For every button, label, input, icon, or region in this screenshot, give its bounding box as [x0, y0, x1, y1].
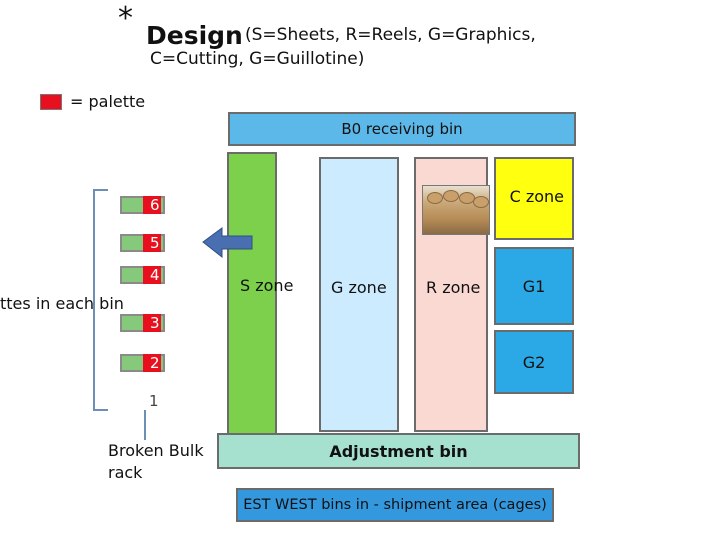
- g2-label: G2: [522, 352, 546, 372]
- broken-bulk-rack-label: Broken Bulk rack: [108, 440, 204, 484]
- palettes-per-bin-label: ttes in each bin: [0, 294, 124, 313]
- title-subtitle-line2: C=Cutting, G=Guillotine): [150, 49, 365, 69]
- s-zone-label: S zone: [240, 276, 294, 295]
- g2-box: G2: [494, 330, 574, 394]
- rack-level-6-label: 6: [150, 196, 160, 214]
- arrow-left-icon: [202, 227, 253, 259]
- receiving-bin: B0 receiving bin: [228, 112, 576, 146]
- rack-level-4-label: 4: [150, 266, 160, 284]
- palette-legend-swatch: [40, 94, 62, 110]
- page-title: Design: [146, 21, 243, 50]
- rack-level-2-label: 2: [150, 354, 160, 372]
- c-zone: C zone: [494, 157, 574, 240]
- rack-level-1-label: 1: [149, 392, 159, 410]
- title-subtitle-line1: (S=Sheets, R=Reels, G=Graphics,: [245, 25, 536, 45]
- broken-bulk-line1: Broken Bulk: [108, 441, 204, 460]
- g1-label: G1: [522, 276, 546, 296]
- rack-level-3-label: 3: [150, 314, 160, 332]
- s-zone-column: [227, 152, 277, 440]
- broken-bulk-line2: rack: [108, 463, 143, 482]
- rack-level-3-palette: [143, 314, 161, 332]
- east-west-bins: EST WEST bins in - shipment area (cages): [236, 488, 554, 522]
- g1-box: G1: [494, 247, 574, 325]
- rack-level-5-palette: [143, 234, 161, 252]
- c-zone-label: C zone: [509, 187, 564, 206]
- rack-level-6-palette: [143, 196, 161, 214]
- paper-reels-photo: [422, 185, 490, 235]
- rack-bracket: [93, 189, 108, 411]
- g-zone-column: [319, 157, 399, 432]
- east-west-bins-label: EST WEST bins in - shipment area (cages): [243, 497, 547, 513]
- receiving-bin-label: B0 receiving bin: [341, 120, 463, 138]
- adjustment-bin-label: Adjustment bin: [329, 441, 468, 461]
- rack-level-2-palette: [143, 354, 161, 372]
- rack-level-4-palette: [143, 266, 161, 284]
- title-bullet: *: [118, 1, 133, 36]
- r-zone-label: R zone: [426, 278, 481, 297]
- palette-legend-label: = palette: [70, 92, 146, 111]
- adjustment-bin: Adjustment bin: [217, 433, 580, 469]
- rack-level-5-label: 5: [150, 234, 160, 252]
- g-zone-label: G zone: [331, 278, 387, 297]
